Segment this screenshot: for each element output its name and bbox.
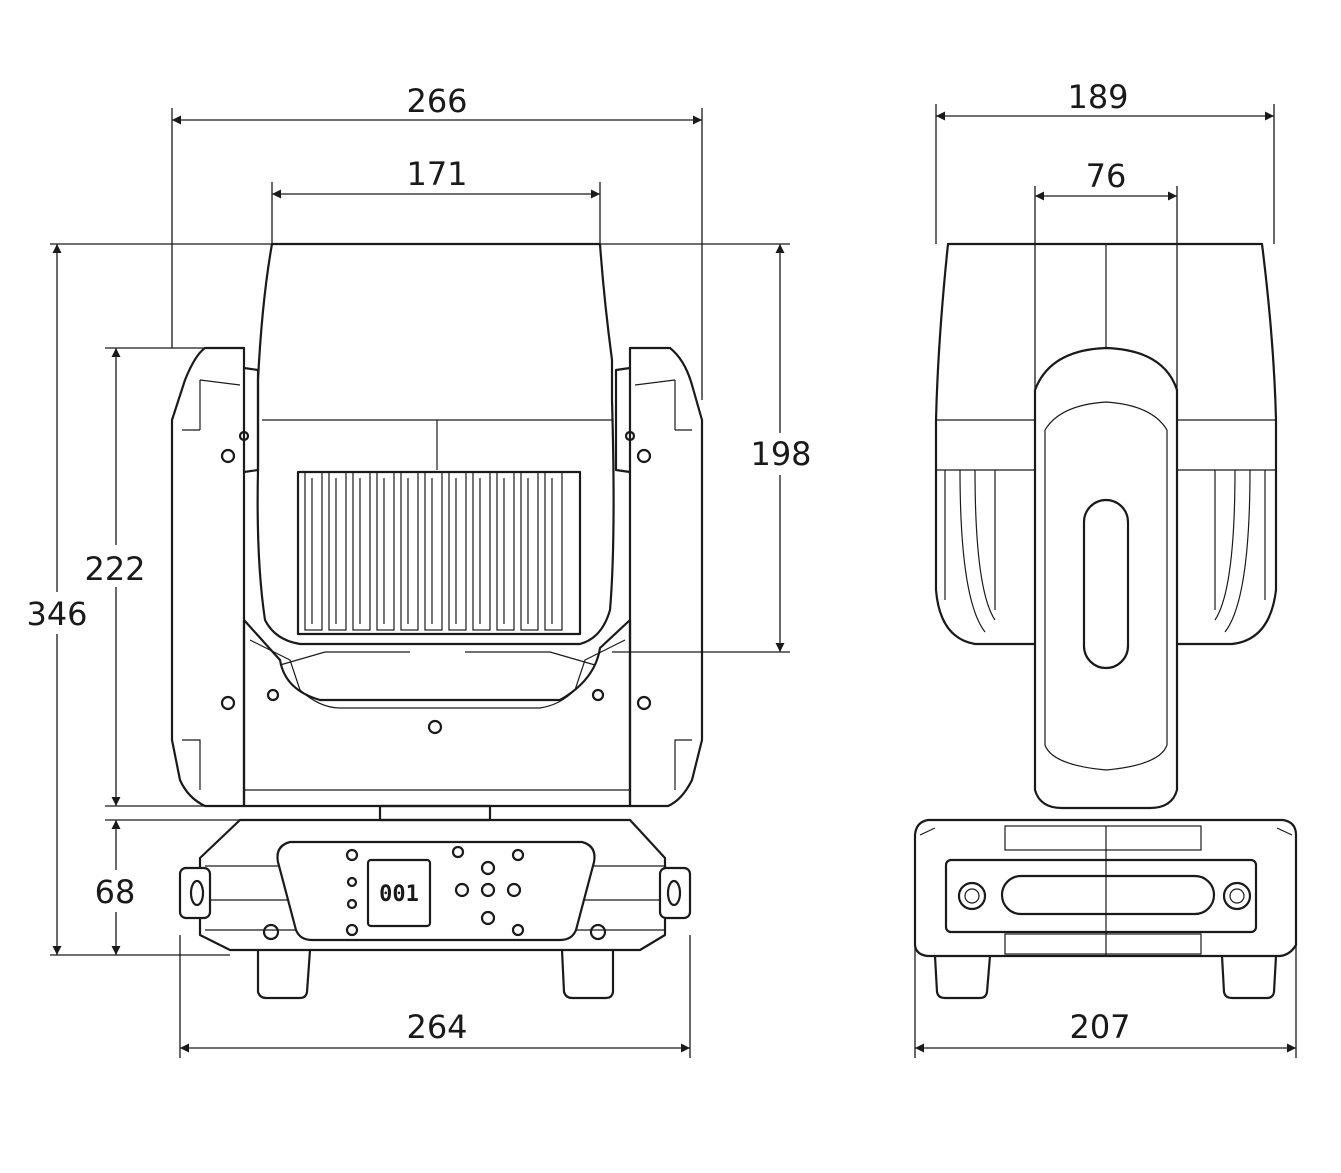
dim-front-width-head: 171 xyxy=(406,155,467,193)
side-base xyxy=(913,818,1298,1000)
control-buttons xyxy=(454,860,522,926)
dim-front-height-head: 198 xyxy=(750,435,811,473)
lcd-display xyxy=(366,858,432,928)
front-yoke-screws xyxy=(220,430,652,735)
side-arm xyxy=(1033,346,1179,810)
side-view xyxy=(913,242,1298,1000)
front-base: 001 xyxy=(178,804,692,1000)
dim-front-height-base: 68 xyxy=(95,873,136,911)
lcd-display-readout: 001 xyxy=(379,882,419,907)
dim-side-width-overall: 189 xyxy=(1067,78,1128,116)
dim-side-width-base: 207 xyxy=(1069,1008,1130,1046)
front-view: 001 xyxy=(170,242,704,1000)
front-head xyxy=(256,242,615,646)
side-arm-slot xyxy=(1082,498,1130,670)
dim-side-width-arm: 76 xyxy=(1086,157,1127,195)
dim-front-height-yoke: 222 xyxy=(84,550,145,588)
front-yoke xyxy=(170,346,704,808)
dim-front-width-overall: 266 xyxy=(406,82,467,120)
dim-front-height-total: 346 xyxy=(26,595,87,633)
front-cooling-fins xyxy=(304,471,563,631)
dimension-labels: 266 171 222 346 198 68 264 189 76 207 xyxy=(26,78,1130,1046)
dim-front-width-base: 264 xyxy=(406,1008,467,1046)
